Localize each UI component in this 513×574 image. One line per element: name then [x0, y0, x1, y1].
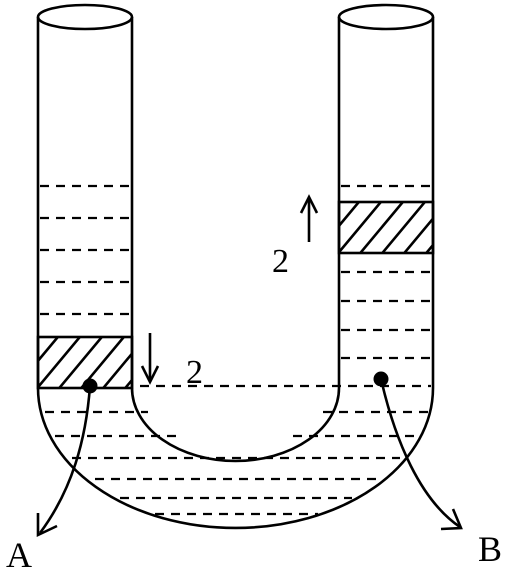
left-tube: [36, 3, 134, 388]
right-tube: [337, 3, 435, 388]
right-shift-label: 2: [272, 243, 289, 280]
down-arrow-icon: [140, 333, 160, 385]
u-bend: [36, 340, 435, 530]
liquid-dashes: [40, 184, 431, 516]
point-b-marker: [373, 371, 463, 531]
left-hatched-plug: [36, 335, 134, 390]
up-arrow-icon: [299, 194, 319, 242]
right-hatched-plug: [337, 200, 435, 255]
point-a-marker: [36, 378, 98, 538]
left-shift-label: 2: [186, 354, 203, 391]
point-b-label: B: [478, 529, 502, 569]
point-a-label: A: [6, 535, 32, 574]
